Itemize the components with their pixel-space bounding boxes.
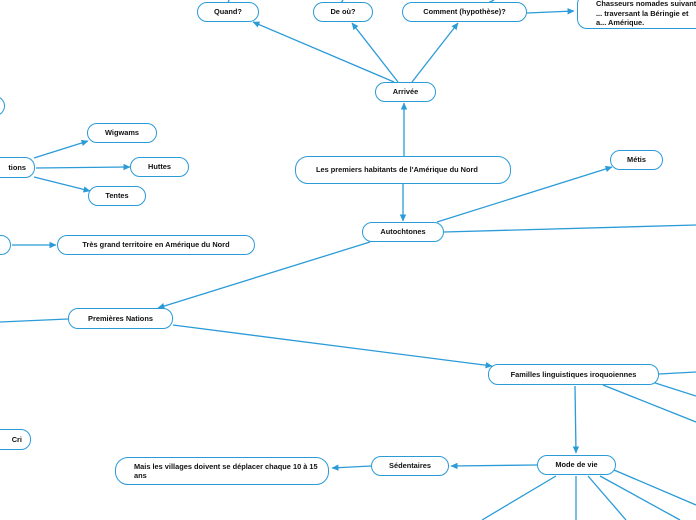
node-premieres-nations-label: Premières Nations [88,313,153,323]
edge-sedentaires-villages [331,464,372,471]
node-sedentaires[interactable]: Sédentaires [371,456,449,476]
node-territoire[interactable]: Très grand territoire en Amérique du Nor… [57,235,255,255]
node-quand-label: Quand? [214,7,242,17]
node-metis[interactable]: Métis [610,150,663,170]
node-comment[interactable]: Comment (hypothèse)? [402,2,527,22]
node-tentes[interactable]: Tentes [88,186,146,206]
node-root-label: Les premiers habitants de l'Amérique du … [316,165,478,175]
edge-habitations-huttes [35,163,131,171]
node-premieres-nations[interactable]: Premières Nations [68,308,173,329]
edge-premieres-nations-familles [172,324,493,369]
node-habitations[interactable]: tions [0,157,35,178]
node-huttes-label: Huttes [148,162,171,172]
node-habitations-label: tions [8,162,26,172]
node-wigwams-label: Wigwams [104,128,140,138]
edge-habitations-wigwams [33,139,89,159]
node-territoire-label: Très grand territoire en Amérique du Nor… [82,240,230,250]
edge-autochtones-premieres-nations [157,241,371,310]
edge-familles-mode-de-vie [572,385,580,454]
node-sedentaires-label: Sédentaires [389,461,431,471]
node-root[interactable]: Les premiers habitants de l'Amérique du … [295,156,511,184]
node-mode-de-vie-label: Mode de vie [555,460,598,470]
node-wigwams[interactable]: Wigwams [87,123,157,143]
edge-arrivee-de-ou [351,22,399,83]
node-chasseurs[interactable]: Chasseurs nomades suivant ... traversant… [577,0,696,29]
edge-autochtones-offscreen [443,224,696,233]
edge-familles-offscreen-right-1 [658,371,696,375]
node-familles-label: Familles linguistiques iroquoiennes [510,369,637,379]
node-villages-label: Mais les villages doivent se déplacer ch… [134,461,318,480]
node-cri-label: Cri [11,434,22,444]
edge-comment-chasseurs [526,8,575,15]
node-tentes-label: Tentes [105,191,129,201]
node-autochtones-label: Autochtones [380,227,426,237]
node-mode-de-vie[interactable]: Mode de vie [537,455,616,475]
node-huttes[interactable]: Huttes [130,157,189,177]
edge-habitations-tentes [33,176,91,193]
node-villages[interactable]: Mais les villages doivent se déplacer ch… [115,457,329,485]
node-comment-label: Comment (hypothèse)? [423,7,506,17]
node-de-ou[interactable]: De où? [313,2,373,22]
edge-autochtones-metis [436,165,613,223]
node-autochtones[interactable]: Autochtones [362,222,444,242]
edge-arrivee-quand [252,21,395,83]
node-cri[interactable]: Cri [0,429,31,450]
edge-mode-de-vie-offscreen-4 [599,475,681,520]
node-metis-label: Métis [627,155,646,165]
edge-premieres-nations-offscreen-left [0,318,69,323]
node-quand[interactable]: Quand? [197,2,259,22]
node-de-ou-label: De où? [330,7,356,17]
edge-familles-offscreen-right-2 [602,384,696,423]
edge-mode-de-vie-sedentaires [450,462,538,470]
edge-mode-de-vie-offscreen-1 [481,475,557,520]
node-chasseurs-label: Chasseurs nomades suivant ... traversant… [596,0,696,28]
edge-mode-de-vie-offscreen-5 [613,469,696,506]
node-arrivee[interactable]: Arrivée [375,82,436,102]
edge-familles-offscreen-right-3 [651,381,696,397]
edge-arrivee-comment [411,22,459,83]
node-arrivee-label: Arrivée [392,87,419,97]
node-familles[interactable]: Familles linguistiques iroquoiennes [488,364,659,385]
edge-mode-de-vie-offscreen-3 [587,475,627,520]
